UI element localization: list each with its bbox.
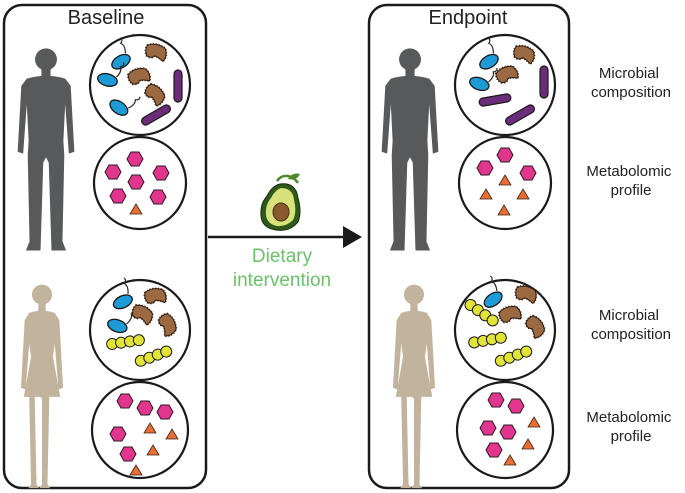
- pink-metabolite-icon: [126, 151, 144, 167]
- metabolomic-label-2: Metabolomic profile: [586, 409, 675, 445]
- pink-metabolite-icon: [496, 147, 514, 163]
- intervention-arrow: [208, 226, 362, 248]
- pink-metabolite-icon: [127, 174, 145, 190]
- baseline-title: Baseline: [68, 7, 145, 29]
- pink-metabolite-icon: [109, 426, 127, 442]
- female-silhouette-icon: [21, 284, 63, 489]
- pink-metabolite-icon: [119, 446, 137, 462]
- pink-metabolite-icon: [136, 400, 154, 416]
- pink-metabolite-icon: [507, 398, 525, 414]
- baseline-microbial-circle-female: [88, 277, 192, 382]
- avocado-icon: [260, 173, 301, 231]
- pink-metabolite-icon: [479, 420, 497, 436]
- endpoint-microbial-circle-male: [453, 33, 557, 137]
- purple-bacterium-icon: [173, 69, 183, 103]
- pink-metabolite-icon: [109, 188, 127, 204]
- endpoint-microbial-circle-female: [453, 275, 557, 382]
- endpoint-metabolomic-circle-male: [457, 135, 553, 231]
- pink-metabolite-icon: [476, 160, 494, 176]
- male-silhouette-icon: [381, 48, 439, 251]
- pink-metabolite-icon: [152, 165, 170, 181]
- female-silhouette-icon: [393, 284, 435, 489]
- endpoint-metabolomic-circle-female: [455, 380, 555, 480]
- baseline-panel: Baseline: [2, 3, 208, 490]
- baseline-microbial-circle-male: [88, 33, 192, 137]
- microbial-label-2: Microbial composition: [591, 307, 671, 343]
- pink-metabolite-icon: [485, 442, 503, 458]
- intervention-label-line2: intervention: [233, 270, 331, 291]
- intervention-label-line1: Dietary: [252, 246, 313, 267]
- pink-metabolite-icon: [104, 164, 122, 180]
- endpoint-title: Endpoint: [429, 7, 508, 29]
- pink-metabolite-icon: [149, 189, 167, 205]
- purple-bacterium-icon: [539, 65, 549, 99]
- pink-metabolite-icon: [487, 392, 505, 408]
- pink-metabolite-icon: [116, 393, 134, 409]
- microbial-label-1: Microbial composition: [591, 65, 671, 101]
- pink-metabolite-icon: [156, 404, 174, 420]
- baseline-metabolomic-circle-female: [90, 380, 190, 480]
- male-silhouette-icon: [17, 48, 75, 251]
- baseline-metabolomic-circle-male: [92, 135, 188, 231]
- pink-metabolite-icon: [499, 424, 517, 440]
- side-labels: Microbial composition Metabolomic profil…: [586, 65, 675, 445]
- pink-metabolite-icon: [519, 165, 537, 181]
- metabolomic-label-1: Metabolomic profile: [586, 163, 675, 199]
- endpoint-panel: Endpoint: [367, 3, 571, 490]
